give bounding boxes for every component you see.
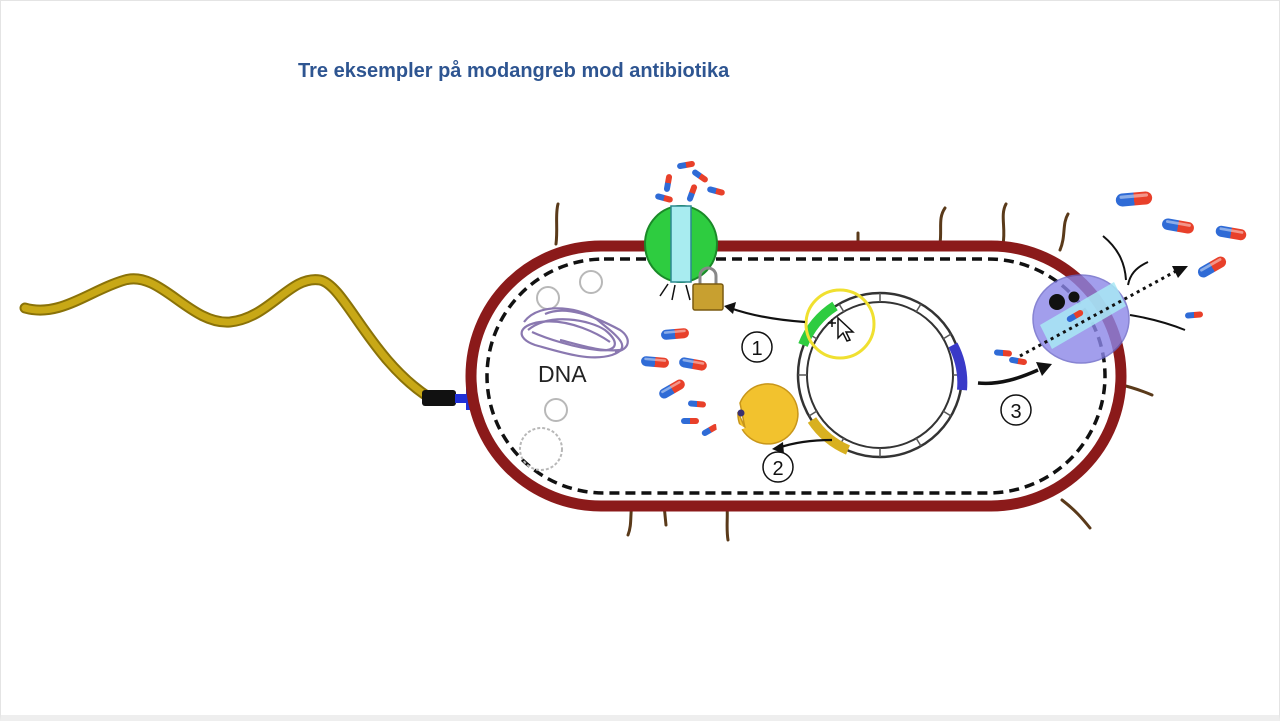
resistance-plasmid: [796, 291, 968, 459]
efflux-pump: [1032, 235, 1186, 364]
degrading-enzyme: [714, 383, 799, 445]
antibiotic-pills-channel: [654, 160, 726, 204]
cell-wall: [465, 240, 1127, 512]
dna-label: DNA: [538, 361, 587, 387]
svg-text:2: 2: [772, 458, 783, 480]
gear-icon: [1049, 291, 1080, 310]
efflux-path: [1019, 268, 1179, 358]
porin-channel: [644, 205, 718, 301]
svg-text:1: 1: [751, 338, 762, 360]
padlock-icon: [692, 266, 724, 311]
chromosomal-dna: [520, 307, 629, 359]
flagellum: [19, 273, 471, 410]
marker-3: 3: [1000, 394, 1032, 426]
cursor-pointer-icon: [828, 316, 855, 342]
cell-membrane: [485, 257, 1107, 495]
svg-text:3: 3: [1010, 401, 1021, 423]
marker-2: 2: [762, 451, 794, 483]
marker-1: 1: [741, 331, 773, 363]
highlight-ring: [804, 288, 876, 360]
slide-title: Tre eksempler på modangreb mod antibioti…: [298, 60, 730, 82]
